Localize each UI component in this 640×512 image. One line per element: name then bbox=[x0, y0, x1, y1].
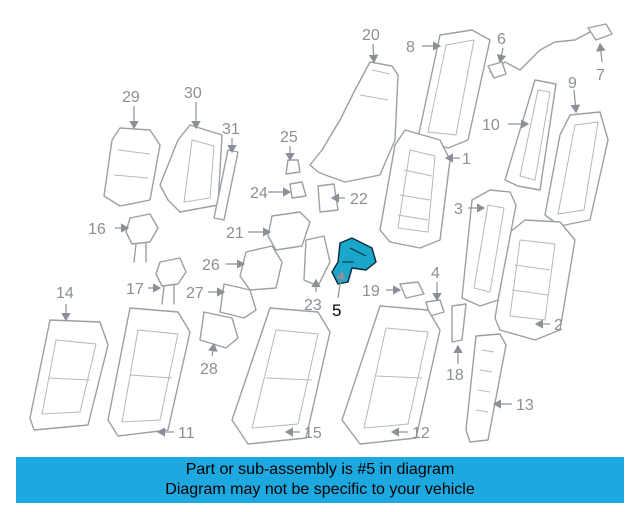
part-23-bracket[interactable] bbox=[303, 235, 331, 287]
part-8-backrest-panel[interactable] bbox=[417, 29, 491, 149]
callout-15[interactable]: 15 bbox=[304, 425, 322, 442]
part-26-trim[interactable] bbox=[239, 245, 283, 291]
part-17-headrest[interactable] bbox=[155, 257, 187, 305]
callout-11[interactable]: 11 bbox=[178, 425, 195, 442]
callout-14[interactable]: 14 bbox=[56, 285, 74, 302]
part-27-trim[interactable] bbox=[219, 283, 257, 319]
callout-7[interactable]: 7 bbox=[596, 67, 605, 84]
banner-line-part: Part or sub-assembly is #5 in diagram bbox=[185, 461, 455, 478]
callout-16[interactable]: 16 bbox=[88, 221, 106, 238]
part-5-highlighted[interactable] bbox=[331, 237, 377, 285]
part-22-bracket[interactable] bbox=[317, 183, 339, 213]
callout-26[interactable]: 26 bbox=[202, 257, 220, 274]
part-12-cushion[interactable] bbox=[341, 305, 441, 445]
part-24-clip[interactable] bbox=[289, 181, 307, 199]
part-1-backrest-frame[interactable] bbox=[379, 129, 451, 249]
callout-29[interactable]: 29 bbox=[122, 89, 140, 106]
part-21-trim[interactable] bbox=[267, 211, 311, 251]
callout-27[interactable]: 27 bbox=[186, 285, 204, 302]
callout-3[interactable]: 3 bbox=[454, 201, 463, 218]
part-10-panel[interactable] bbox=[504, 79, 557, 191]
part-19-clip[interactable] bbox=[399, 281, 425, 299]
callout-19[interactable]: 19 bbox=[362, 283, 380, 300]
callout-4[interactable]: 4 bbox=[431, 265, 440, 282]
callout-21[interactable]: 21 bbox=[226, 225, 244, 242]
callout-20[interactable]: 20 bbox=[362, 27, 380, 44]
callout-13[interactable]: 13 bbox=[516, 397, 534, 414]
part-7-handle[interactable] bbox=[587, 23, 613, 41]
callout-2[interactable]: 2 bbox=[554, 317, 563, 334]
part-3-side-frame[interactable] bbox=[461, 189, 517, 307]
callout-25[interactable]: 25 bbox=[280, 129, 298, 146]
part-20-backrest-cover[interactable] bbox=[309, 61, 399, 183]
part-9-panel[interactable] bbox=[544, 111, 609, 227]
part-29-armrest[interactable] bbox=[103, 127, 161, 207]
part-13-panel[interactable] bbox=[465, 333, 507, 443]
callout-31[interactable]: 31 bbox=[222, 121, 240, 138]
callout-22[interactable]: 22 bbox=[350, 191, 368, 208]
leader-lines bbox=[61, 41, 606, 437]
callout-18[interactable]: 18 bbox=[446, 367, 464, 384]
callout-30[interactable]: 30 bbox=[184, 85, 202, 102]
callouts: 1 2 3 4 5 6 7 8 9 10 11 12 13 14 15 16 1… bbox=[56, 27, 605, 442]
part-18-guide[interactable] bbox=[451, 303, 467, 343]
callout-23[interactable]: 23 bbox=[304, 297, 322, 314]
callout-17[interactable]: 17 bbox=[126, 281, 144, 298]
callout-8[interactable]: 8 bbox=[406, 39, 415, 56]
banner-line-disclaimer: Diagram may not be specific to your vehi… bbox=[165, 481, 475, 498]
callout-10[interactable]: 10 bbox=[482, 117, 500, 134]
callout-9[interactable]: 9 bbox=[568, 75, 577, 92]
callout-24[interactable]: 24 bbox=[250, 185, 268, 202]
callout-28[interactable]: 28 bbox=[200, 361, 218, 378]
callout-6[interactable]: 6 bbox=[497, 31, 506, 48]
part-30-cover[interactable] bbox=[159, 124, 223, 213]
part-15-cushion[interactable] bbox=[231, 307, 331, 445]
part-16-headrest[interactable] bbox=[125, 213, 159, 263]
part-25-clip[interactable] bbox=[285, 159, 301, 175]
part-28-trim[interactable] bbox=[199, 311, 239, 349]
callout-5[interactable]: 5 bbox=[332, 301, 341, 320]
part-14-cushion[interactable] bbox=[29, 319, 109, 431]
parts-diagram: 1 2 3 4 5 6 7 8 9 10 11 12 13 14 15 16 1… bbox=[29, 23, 613, 445]
callout-1[interactable]: 1 bbox=[462, 151, 471, 168]
part-11-cushion[interactable] bbox=[107, 307, 191, 437]
callout-12[interactable]: 12 bbox=[412, 425, 430, 442]
info-banner: Part or sub-assembly is #5 in diagram Di… bbox=[16, 457, 624, 503]
